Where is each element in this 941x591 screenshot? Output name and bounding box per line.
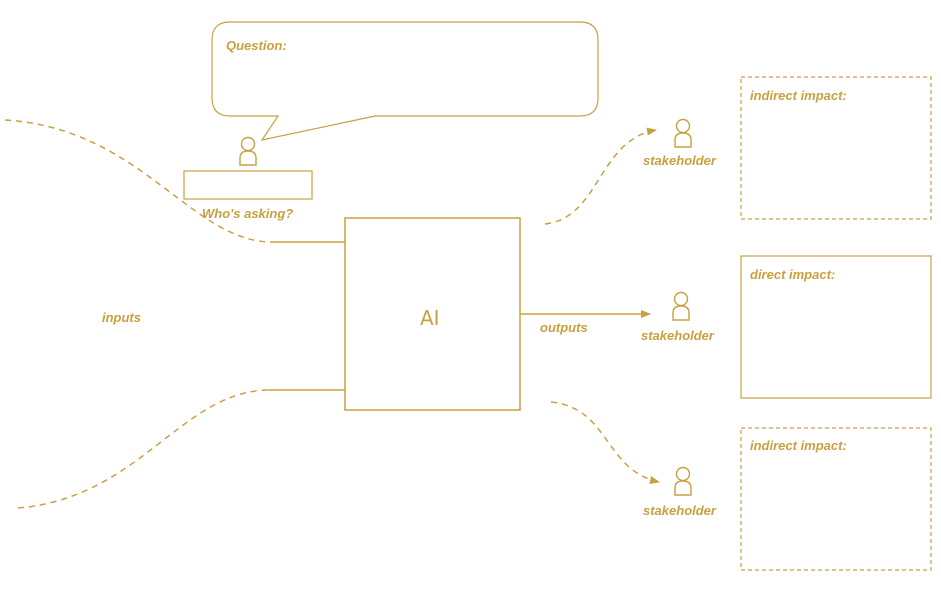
indirect-impact-box-top [740, 76, 932, 220]
stakeholder-2-label: stakeholder [641, 328, 714, 343]
output-arrow-bottom [550, 401, 660, 484]
direct-impact-box [740, 255, 932, 399]
stakeholder-2-person-icon [672, 291, 690, 321]
direct-impact-label: direct impact: [750, 267, 836, 282]
outputs-label: outputs [540, 320, 588, 335]
asker-person-icon [239, 136, 257, 166]
stakeholder-3-label: stakeholder [643, 503, 716, 518]
ai-label: AI [420, 306, 440, 330]
stakeholder-1-label: stakeholder [643, 153, 716, 168]
question-label: Question: [226, 38, 287, 53]
indirect-impact-label-bottom: indirect impact: [750, 438, 847, 453]
whos-asking-label: Who's asking? [202, 206, 294, 221]
question-speech-bubble [211, 21, 599, 141]
input-curve-top [4, 119, 271, 243]
inputs-label: inputs [102, 310, 141, 325]
indirect-impact-box-bottom [740, 427, 932, 571]
stakeholder-1-person-icon [674, 118, 692, 148]
stakeholder-3-person-icon [674, 466, 692, 496]
indirect-impact-label-top: indirect impact: [750, 88, 847, 103]
input-curve-bottom [17, 389, 269, 509]
output-arrow-top [544, 127, 657, 225]
asker-name-field[interactable] [183, 170, 313, 200]
